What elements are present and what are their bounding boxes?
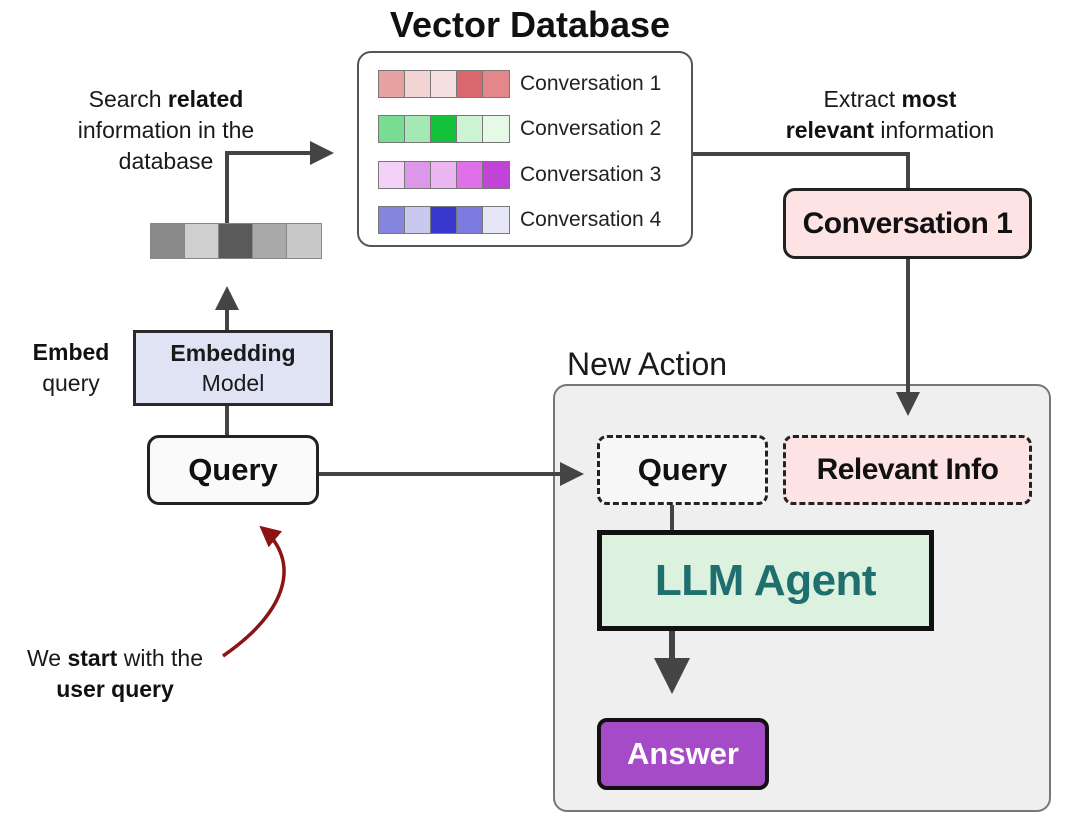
query-vector-cell: [185, 224, 219, 258]
query-vector-cell: [287, 224, 321, 258]
search-related-text: Search related information in the databa…: [77, 86, 255, 174]
conversation-vector: [378, 115, 510, 143]
conversation-label: Conversation 2: [520, 117, 662, 140]
vector-cell: [457, 207, 483, 233]
vector-cell: [379, 162, 405, 188]
vector-cell: [405, 71, 431, 97]
query-vector-cell: [253, 224, 287, 258]
vector-cell: [483, 116, 509, 142]
new-action-query-box: Query: [597, 435, 768, 505]
vector-database-box: Conversation 1 Conversation 2 Conversation…: [357, 51, 693, 247]
answer-box: Answer: [597, 718, 769, 790]
conversation-label: Conversation 4: [520, 208, 662, 231]
vector-database-title: Vector Database: [389, 4, 671, 45]
query-vector-cell: [151, 224, 185, 258]
query-embedding-vector: [150, 223, 322, 259]
vector-cell: [483, 162, 509, 188]
vector-cell: [457, 71, 483, 97]
vector-cell: [379, 71, 405, 97]
extract-relevant-text: Extract most relevant information: [785, 86, 995, 143]
query-box: Query: [147, 435, 319, 505]
start-user-query-text: We start with the user query: [27, 645, 203, 702]
vector-cell: [431, 162, 457, 188]
vector-cell: [405, 162, 431, 188]
vector-cell: [457, 116, 483, 142]
vector-cell: [431, 71, 457, 97]
conversation-label: Conversation 1: [520, 72, 662, 95]
new-action-label: New Action: [567, 346, 728, 382]
conversation-label: Conversation 3: [520, 163, 662, 186]
query-vector-cell: [219, 224, 253, 258]
vector-cell: [405, 207, 431, 233]
vector-cell: [405, 116, 431, 142]
embedding-model-box: Embedding Model: [133, 330, 333, 406]
conversation-row: Conversation 3: [378, 161, 661, 189]
vector-cell: [483, 207, 509, 233]
embed-query-text: Embed query: [32, 339, 110, 396]
conversation-vector: [378, 161, 510, 189]
vector-cell: [379, 116, 405, 142]
vector-cell: [431, 116, 457, 142]
embedding-model-line1: Embedding: [170, 340, 296, 366]
vector-cell: [457, 162, 483, 188]
conversation-row: Conversation 2: [378, 115, 661, 143]
conversation-row: Conversation 4: [378, 206, 661, 234]
embedding-model-line2: Model: [201, 370, 265, 396]
conversation-vector: [378, 206, 510, 234]
conversation-1-box: Conversation 1: [783, 188, 1032, 259]
llm-agent-box: LLM Agent: [597, 530, 934, 631]
relevant-info-box: Relevant Info: [783, 435, 1032, 505]
conversation-vector: [378, 70, 510, 98]
conversation-row: Conversation 1: [378, 70, 661, 98]
vector-cell: [379, 207, 405, 233]
vector-cell: [483, 71, 509, 97]
vector-cell: [431, 207, 457, 233]
